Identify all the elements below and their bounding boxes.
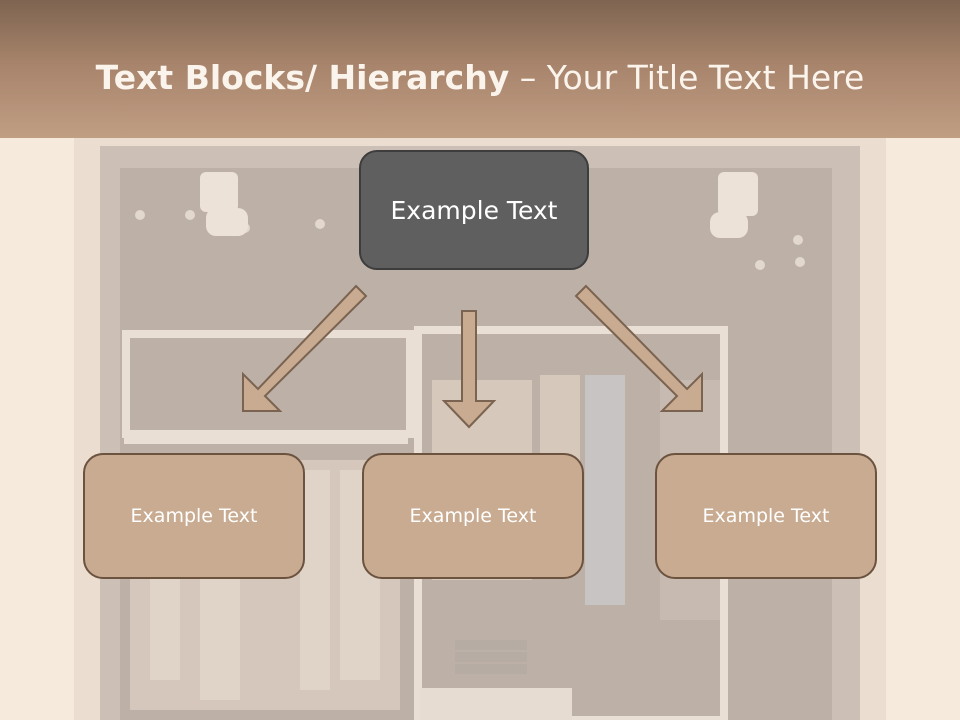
title-bar	[0, 0, 960, 138]
arrow-center	[441, 310, 497, 429]
root-text-block: Example Text	[359, 150, 589, 270]
arrow-right	[574, 284, 703, 412]
slide-title-rest: – Your Title Text Here	[509, 58, 865, 97]
arrow-left	[242, 284, 368, 412]
child-text-block-right: Example Text	[655, 453, 877, 579]
child-text-block-left: Example Text	[83, 453, 305, 579]
slide-title-bold: Text Blocks/ Hierarchy	[95, 58, 510, 97]
slide-title: Text Blocks/ Hierarchy – Your Title Text…	[0, 58, 960, 97]
child-text-block-center: Example Text	[362, 453, 584, 579]
